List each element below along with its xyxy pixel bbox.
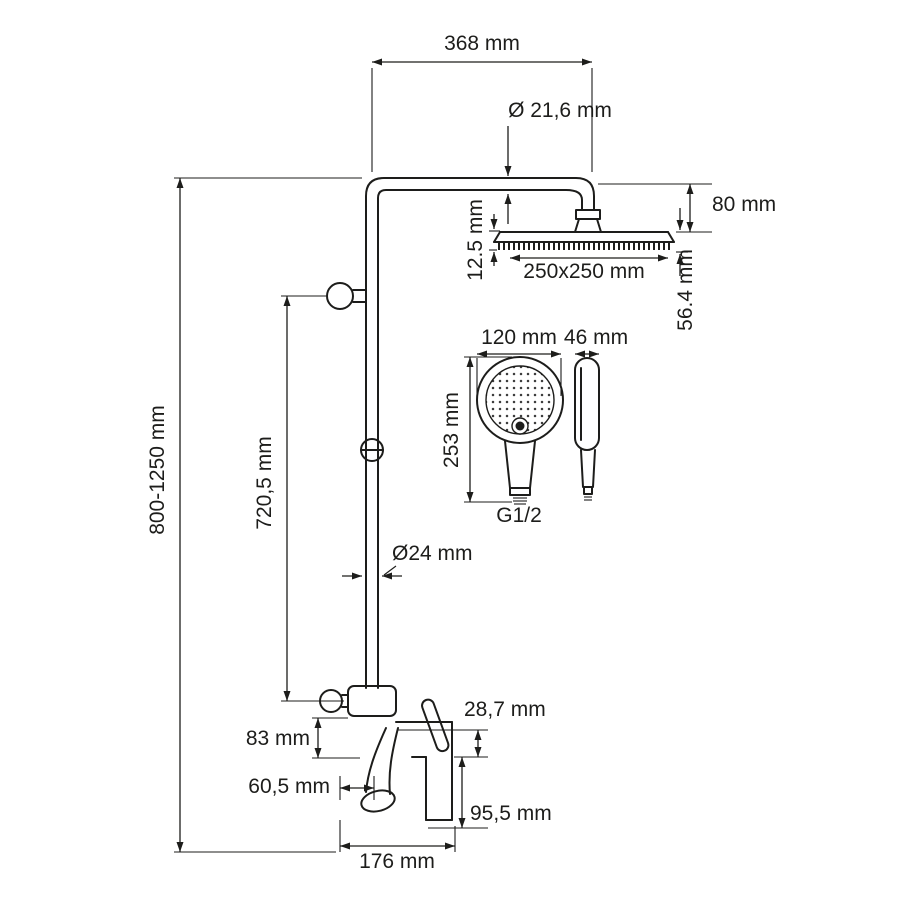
- label-handshower-depth: 46 mm: [564, 326, 628, 349]
- dim-head-size: 250x250 mm: [510, 254, 668, 283]
- dim-spout-drop-small: 28,7 mm: [398, 698, 546, 758]
- label-handshower-width: 120 mm: [481, 326, 557, 349]
- label-head-depth: 56.4 mm: [674, 249, 697, 331]
- dim-handshower-width: 120 mm: [476, 326, 562, 396]
- label-head-drop: 80 mm: [712, 193, 776, 216]
- dim-handshower-depth: 46 mm: [564, 326, 628, 358]
- handshower-side-view: [574, 357, 600, 501]
- label-handshower-length: 253 mm: [440, 392, 463, 468]
- dim-top-pipe-diameter: Ø 21,6 mm: [504, 99, 612, 224]
- dim-mixer-drop: 83 mm: [246, 717, 360, 759]
- dim-riser-height: 720,5 mm: [253, 295, 344, 702]
- label-spout-drop-small: 28,7 mm: [464, 698, 546, 721]
- label-riser-height: 720,5 mm: [253, 436, 276, 529]
- dim-base-width: 176 mm: [339, 820, 456, 873]
- dim-spout-height: 95,5 mm: [428, 757, 552, 829]
- label-head-size: 250x250 mm: [523, 260, 644, 283]
- slider-ring: [360, 438, 384, 462]
- label-top-width: 368 mm: [444, 32, 520, 55]
- dim-head-drop: 80 mm: [598, 183, 776, 233]
- dim-head-edge: 12.5 mm: [464, 199, 500, 281]
- label-spout-height: 95,5 mm: [470, 802, 552, 825]
- shower-arm: [365, 177, 602, 233]
- dim-riser-diameter: Ø24 mm: [342, 542, 473, 580]
- spout-bracket: [395, 721, 453, 821]
- label-head-edge: 12.5 mm: [464, 199, 487, 281]
- handshower-front-view: [476, 356, 564, 505]
- mixer-lever: [421, 698, 450, 753]
- label-mixer-drop: 83 mm: [246, 727, 310, 750]
- dim-head-depth: 56.4 mm: [674, 208, 697, 331]
- handshower-cradle: [360, 727, 399, 813]
- label-thread: G1/2: [496, 504, 542, 527]
- dim-handshower-length: 253 mm: [440, 356, 512, 503]
- label-total-height: 800-1250 mm: [146, 405, 169, 535]
- label-riser-diameter: Ø24 mm: [392, 542, 473, 565]
- dim-total-height: 800-1250 mm: [146, 177, 362, 853]
- label-top-pipe-diameter: Ø 21,6 mm: [508, 99, 612, 122]
- diverter-knob: [326, 282, 367, 310]
- dim-spout-offset: 60,5 mm: [248, 775, 375, 800]
- rain-shower-head: [493, 231, 675, 250]
- label-spout-offset: 60,5 mm: [248, 775, 330, 798]
- shower-riser-pipe: [365, 203, 379, 689]
- mixer-body: [319, 685, 450, 753]
- dim-top-width: 368 mm: [371, 32, 593, 172]
- handshower-button: [515, 421, 525, 431]
- label-base-width: 176 mm: [359, 850, 435, 873]
